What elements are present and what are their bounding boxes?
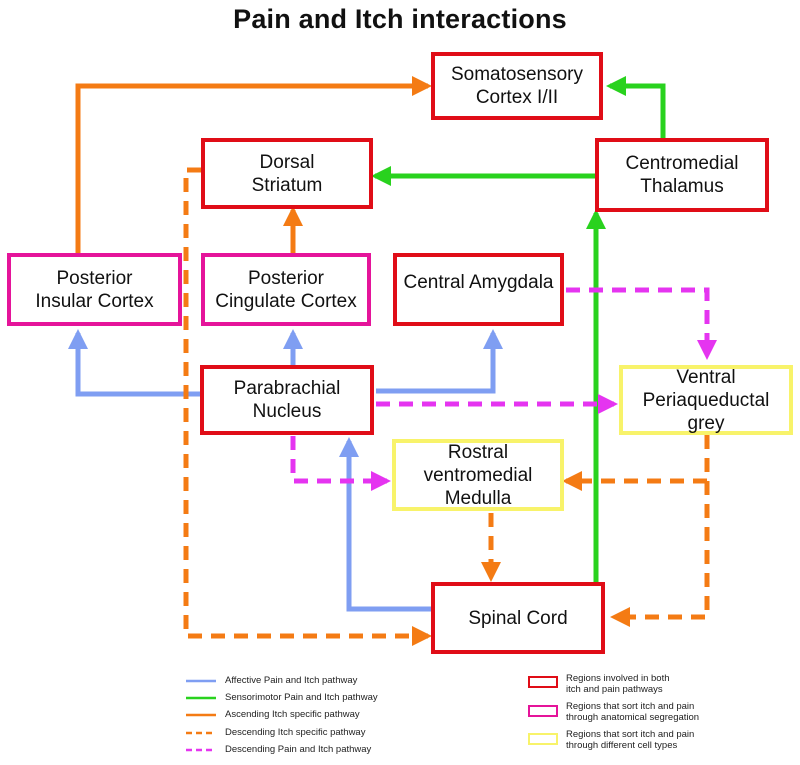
legend-line: Regions that sort itch and pain: [566, 729, 695, 740]
node-label: Posterior: [56, 267, 133, 289]
legend-swatch-both: [528, 676, 558, 688]
node-ventral-periaqueductal-grey: Ventral Periaqueductal grey: [619, 365, 793, 435]
arrow-pbn-to-amygdala: [376, 329, 503, 394]
node-label: Ventral: [676, 366, 736, 388]
node-label: Cingulate Cortex: [215, 290, 357, 312]
node-label: Nucleus: [252, 401, 322, 422]
arrow-amygdala-to-pag: [566, 287, 717, 360]
node-dorsal-striatum: Dorsal Striatum: [201, 138, 373, 209]
node-label: Central Amygdala: [403, 272, 554, 293]
node-parabrachial-nucleus: Parabrachial Nucleus: [200, 365, 374, 435]
node-label: Periaqueductal: [642, 389, 770, 411]
arrow-pbn-to-insular: [68, 329, 200, 397]
arrow-pag-to-spinal: [610, 481, 710, 627]
legend-label-region-both: Regions involved in both itch and pain p…: [566, 673, 670, 695]
node-posterior-insular-cortex: Posterior Insular Cortex: [7, 253, 182, 326]
legend-label-sensorimotor: Sensorimotor Pain and Itch pathway: [225, 692, 378, 703]
legend-label-descending-itch: Descending Itch specific pathway: [225, 727, 366, 738]
legend-line: through different cell types: [566, 740, 678, 751]
node-label: Striatum: [251, 174, 323, 196]
legend-label-descending-pain-itch: Descending Pain and Itch pathway: [225, 744, 372, 755]
node-rostral-ventromedial-medulla: Rostral ventromedial Medulla: [392, 439, 564, 511]
arrow-spinal-to-pbn: [339, 437, 432, 612]
diagram-title: Pain and Itch interactions: [233, 4, 567, 34]
node-posterior-cingulate-cortex: Posterior Cingulate Cortex: [201, 253, 371, 326]
node-label: Somatosensory: [450, 64, 583, 85]
node-label: Centromedial: [625, 153, 739, 174]
arrow-insular-to-somatosensory: [75, 76, 432, 253]
node-spinal-cord: Spinal Cord: [431, 582, 605, 654]
node-label: Cortex I/II: [475, 87, 559, 108]
legend-swatch-anatomical: [528, 705, 558, 717]
node-somatosensory-cortex: Somatosensory Cortex I/II: [431, 52, 603, 120]
arrow-pag-to-rvm: [562, 435, 710, 491]
node-label: Medulla: [444, 487, 512, 509]
arrow-thalamus-to-somatosensory: [606, 76, 666, 139]
node-label: ventromedial: [423, 464, 533, 486]
legend-label-affective: Affective Pain and Itch pathway: [225, 675, 358, 686]
node-central-amygdala: Central Amygdala: [393, 253, 564, 326]
legend-label-ascending-itch: Ascending Itch specific pathway: [225, 709, 360, 720]
node-label: Posterior: [247, 267, 325, 289]
legend-line: through anatomical segregation: [566, 712, 700, 723]
node-label: Thalamus: [640, 176, 724, 197]
legend-line: Regions that sort itch and pain: [566, 701, 695, 712]
node-label: Insular Cortex: [35, 290, 154, 312]
node-label: Dorsal: [259, 151, 315, 173]
node-label: Rostral: [447, 441, 509, 463]
legend-line: itch and pain pathways: [566, 684, 663, 695]
node-label: grey: [687, 412, 725, 434]
arrow-striatum-to-spinal: [183, 167, 432, 646]
legend-line: Regions involved in both: [566, 673, 670, 684]
legend-label-region-anatomical: Regions that sort itch and pain through …: [566, 701, 699, 723]
node-label: Parabrachial: [233, 378, 341, 399]
legend-swatch-cell-types: [528, 733, 558, 745]
node-label: Spinal Cord: [468, 607, 568, 629]
node-centromedial-thalamus: Centromedial Thalamus: [595, 138, 769, 212]
legend-label-region-cell-types: Regions that sort itch and pain through …: [566, 729, 694, 751]
arrow-pbn-to-rvm: [290, 436, 391, 491]
